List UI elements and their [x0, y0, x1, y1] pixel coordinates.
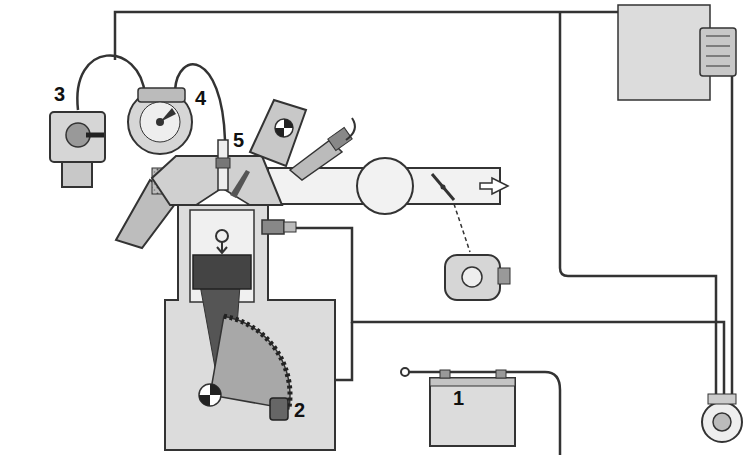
- fuel-injector: [290, 118, 355, 180]
- control-unit-part: [706, 46, 730, 47]
- distributor-part: [140, 102, 180, 142]
- battery-part: [401, 368, 409, 376]
- trigger-wheel-part: [199, 384, 221, 406]
- camshaft-part: [275, 128, 284, 137]
- control-unit-part: [700, 28, 736, 76]
- engine-block-part: [190, 210, 254, 302]
- trigger-wheel: [199, 316, 290, 409]
- engine-block-part: [216, 230, 228, 242]
- ignition-coil-part: [86, 133, 104, 138]
- battery-part: [405, 372, 560, 455]
- throttle-sensor: [445, 255, 510, 300]
- intake-manifold-part: [357, 158, 413, 214]
- trigger-wheel-part: [224, 316, 290, 409]
- cylinder-head-part: [230, 170, 250, 198]
- callout-number: 1: [453, 386, 464, 410]
- harness-connector: [702, 394, 742, 442]
- control-unit-part: [618, 5, 710, 100]
- camshaft-part: [275, 119, 293, 137]
- engine-block-part: [217, 242, 227, 253]
- intake-manifold-part: [432, 174, 454, 200]
- ignition-coil-part: [62, 162, 92, 187]
- crank-sensor-part: [270, 398, 288, 420]
- engine-block: [165, 205, 335, 450]
- control-unit: [618, 5, 736, 100]
- engine-block-part: [165, 205, 335, 450]
- harness-connector-part: [702, 402, 742, 442]
- callout-number: 4: [195, 86, 206, 110]
- control-unit-part: [706, 56, 730, 57]
- trigger-wheel-part: [210, 316, 290, 409]
- callout-number: 3: [54, 82, 65, 106]
- engine-block-part: [193, 255, 251, 289]
- battery-part: [496, 370, 506, 378]
- wiring-harness-part: [731, 73, 734, 398]
- ignition-coil-part: [50, 112, 105, 162]
- intake-manifold-part: [441, 185, 446, 190]
- camshaft-part: [284, 119, 293, 128]
- control-unit-part: [706, 66, 730, 67]
- trigger-wheel-part: [210, 384, 221, 395]
- battery: [401, 368, 560, 455]
- camshaft-part: [250, 100, 306, 166]
- battery-part: [430, 378, 515, 446]
- callout-number: 2: [294, 398, 305, 422]
- cylinder-head-part: [152, 156, 282, 205]
- intake-manifold-part: [480, 178, 508, 194]
- temperature-sensor: [262, 220, 296, 234]
- harness-connector-part: [708, 394, 736, 404]
- fuel-injector-part: [346, 118, 355, 140]
- control-unit-part: [706, 36, 730, 37]
- temperature-sensor-part: [284, 222, 296, 232]
- distributor-part: [156, 118, 164, 126]
- throttle-sensor-part: [445, 255, 500, 300]
- distributor-part: [138, 88, 185, 102]
- camshaft: [250, 100, 306, 166]
- crank-sensor: [270, 398, 288, 420]
- battery-part: [430, 378, 515, 386]
- throttle-sensor-part: [462, 267, 482, 287]
- battery-part: [440, 370, 450, 378]
- trigger-wheel-part: [199, 395, 210, 406]
- distributor: [128, 64, 225, 154]
- temperature-sensor-part: [262, 220, 284, 234]
- throttle-sensor-part: [498, 268, 510, 284]
- callout-number: 5: [233, 128, 244, 152]
- harness-connector-part: [713, 413, 731, 431]
- intake-manifold-part: [454, 204, 470, 252]
- cylinder-head-part: [216, 158, 230, 168]
